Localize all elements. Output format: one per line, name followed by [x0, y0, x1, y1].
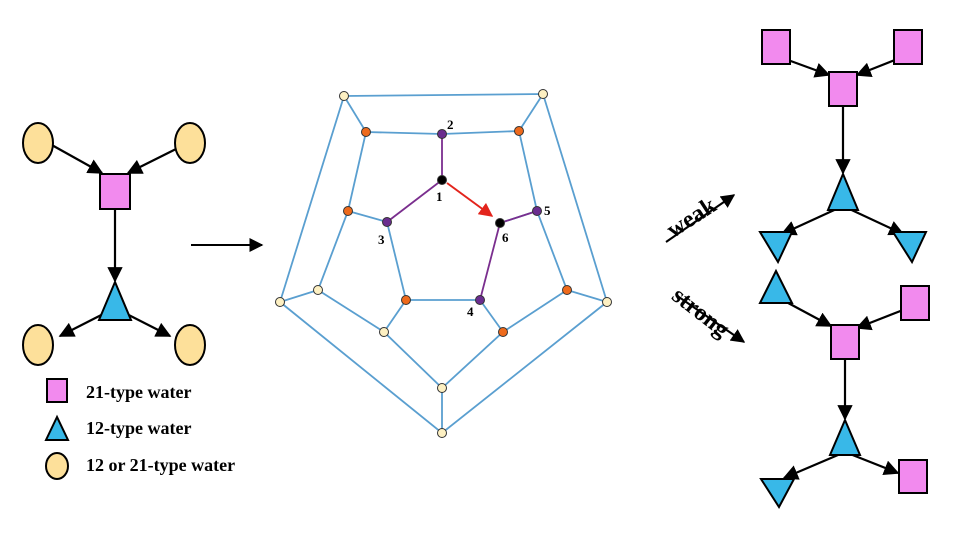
legend-circle-icon	[45, 452, 69, 480]
graph-node	[437, 428, 447, 438]
water-square	[99, 173, 131, 210]
node-labels: 1 2 3 4 5 6	[378, 117, 551, 319]
red-hbond-arrow	[446, 182, 494, 217]
right-bottom-motif	[758, 268, 930, 509]
graph-node	[339, 91, 349, 101]
graph-node	[361, 127, 371, 137]
cage-edges-blue	[278, 93, 609, 435]
graph-node	[382, 217, 392, 227]
graph-node	[275, 297, 285, 307]
node-label-5: 5	[544, 203, 551, 218]
cage-edges-purple	[386, 134, 538, 301]
legend-square-icon	[46, 378, 68, 403]
node-label-6: 6	[502, 230, 509, 245]
graph-node	[313, 285, 323, 295]
graph-node	[401, 295, 411, 305]
node-label-2: 2	[447, 117, 454, 132]
graph-node	[514, 126, 524, 136]
legend: 21-type water 12-type water 12 or 21-typ…	[44, 378, 235, 480]
water-square	[893, 29, 923, 65]
water-square	[898, 459, 928, 494]
weak-label: weak	[662, 192, 721, 243]
water-triangle	[828, 417, 862, 456]
legend-square-label: 21-type water	[86, 382, 191, 402]
water-circle	[174, 122, 206, 164]
water-circle	[22, 324, 54, 366]
water-triangle	[759, 478, 796, 509]
graph-node	[437, 175, 447, 185]
water-triangle	[826, 171, 860, 211]
graph-node	[495, 218, 505, 228]
strong-transition: strong	[667, 282, 746, 343]
right-top-motif	[758, 29, 928, 265]
water-square	[761, 29, 791, 65]
node-label-1: 1	[436, 189, 443, 204]
graph-node	[562, 285, 572, 295]
cage-nodes	[275, 89, 612, 438]
water-triangle	[758, 268, 794, 304]
water-triangle	[891, 231, 928, 265]
graph-node	[538, 89, 548, 99]
water-square	[828, 71, 858, 107]
graph-node	[379, 327, 389, 337]
weak-transition: weak	[662, 192, 736, 243]
cage-graph: 1 2 3 4 5 6	[275, 89, 612, 438]
graph-node	[602, 297, 612, 307]
graph-node	[532, 206, 542, 216]
water-square	[900, 285, 930, 321]
legend-circle-label: 12 or 21-type water	[86, 455, 235, 475]
graph-node	[475, 295, 485, 305]
legend-triangle-label: 12-type water	[86, 418, 191, 438]
strong-label: strong	[667, 282, 734, 342]
graph-node	[498, 327, 508, 337]
legend-triangle-icon	[44, 414, 70, 441]
graph-node	[437, 129, 447, 139]
water-square	[830, 324, 860, 360]
node-label-4: 4	[467, 304, 474, 319]
left-motif	[22, 122, 206, 366]
node-label-3: 3	[378, 232, 385, 247]
water-circle	[22, 122, 54, 164]
graph-node	[437, 383, 447, 393]
water-triangle	[97, 279, 133, 321]
water-triangle	[758, 231, 794, 265]
water-circle	[174, 324, 206, 366]
graph-node	[343, 206, 353, 216]
